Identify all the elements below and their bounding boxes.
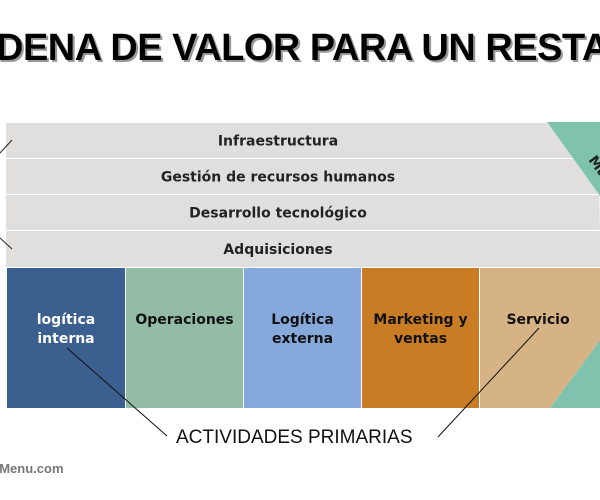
- primary-activity-box: [126, 268, 243, 408]
- page-title: DENA DE VALOR PARA UN RESTAURAN: [0, 27, 600, 69]
- support-row-label: Gestión de recursos humanos: [161, 170, 395, 186]
- support-row: [6, 231, 600, 267]
- support-connector-bottom: [0, 237, 13, 250]
- support-row: [6, 195, 600, 230]
- primary-connector-left: [66, 347, 168, 437]
- support-row: [6, 159, 599, 194]
- support-row-label: Desarrollo tecnológico: [189, 206, 367, 222]
- support-row: [6, 123, 573, 158]
- support-connector-top: [0, 139, 13, 154]
- support-row-label: Adquisiciones: [223, 242, 332, 258]
- primary-activity-box: [480, 268, 600, 408]
- watermark: eMenu.com: [0, 461, 64, 476]
- primary-activity-box: [244, 268, 361, 408]
- primary-caption: ACTIVIDADES PRIMARIAS: [176, 427, 413, 448]
- primary-activity-label: Marketing y: [373, 312, 467, 328]
- primary-activity-label-line2: interna: [37, 331, 94, 347]
- primary-activity-box: [362, 268, 479, 408]
- support-row-label: Infraestructura: [218, 134, 338, 150]
- primary-activity-label: Servicio: [506, 312, 570, 328]
- primary-activities: logítica interna Operaciones Logítica extern…: [7, 268, 600, 408]
- primary-activity-label: Operaciones: [135, 312, 233, 328]
- primary-activity-label-line2: ventas: [394, 331, 447, 347]
- primary-activity-label-line2: externa: [272, 331, 333, 347]
- primary-connector-right: [437, 327, 540, 438]
- primary-activity-label: Logítica: [271, 312, 334, 328]
- primary-activity-label: logítica: [37, 312, 95, 328]
